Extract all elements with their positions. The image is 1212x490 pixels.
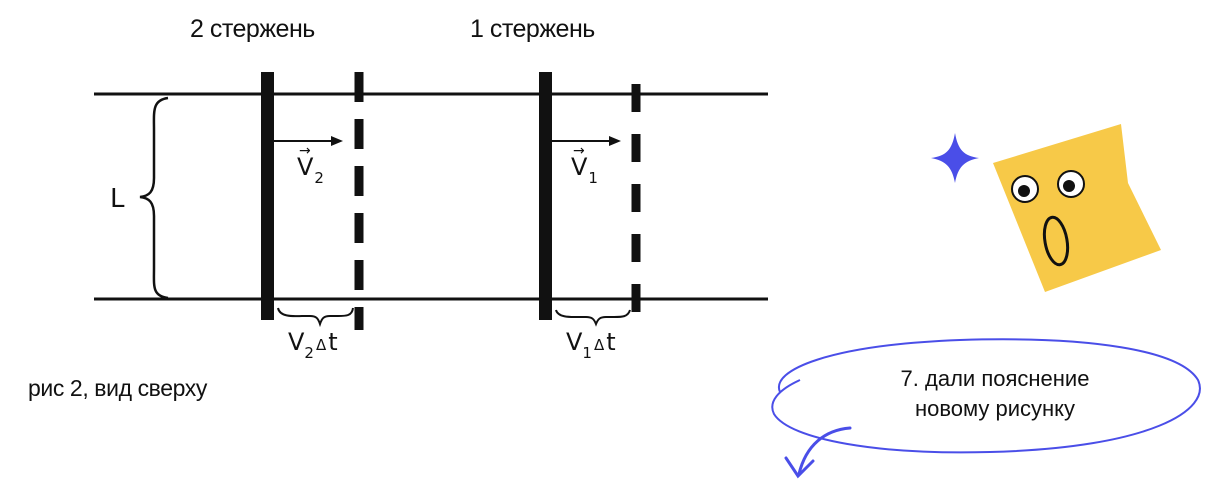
length-label: L [110, 184, 125, 214]
length-brace [139, 96, 169, 300]
surprised-face-icon [993, 124, 1161, 292]
note-line-1: 7. дали пояснение [900, 366, 1090, 391]
note-ellipse [771, 338, 1201, 454]
note-text: 7. дали пояснение новому рисунку [860, 364, 1130, 423]
displacement-brace-1 [555, 309, 631, 327]
rod-1-label: 1 стержень [470, 15, 595, 43]
velocity-arrow-1 [552, 136, 621, 146]
note-line-2: новому рисунку [914, 395, 1076, 421]
velocity-label-2: →V2 [297, 143, 324, 187]
rod-2-current [261, 72, 274, 320]
sparkle-icon [931, 133, 979, 183]
velocity-arrow-2 [274, 136, 343, 146]
vector-arrow-icon: → [299, 143, 311, 159]
vector-arrow-icon: → [573, 143, 585, 159]
displacement-brace-2 [277, 307, 354, 328]
figure-caption: рис 2, вид сверху [28, 375, 207, 401]
rod-1-current [539, 72, 552, 320]
curved-arrow-icon [784, 426, 852, 479]
velocity-label-1: →V1 [571, 143, 598, 187]
rod-2-label: 2 стержень [190, 15, 315, 43]
